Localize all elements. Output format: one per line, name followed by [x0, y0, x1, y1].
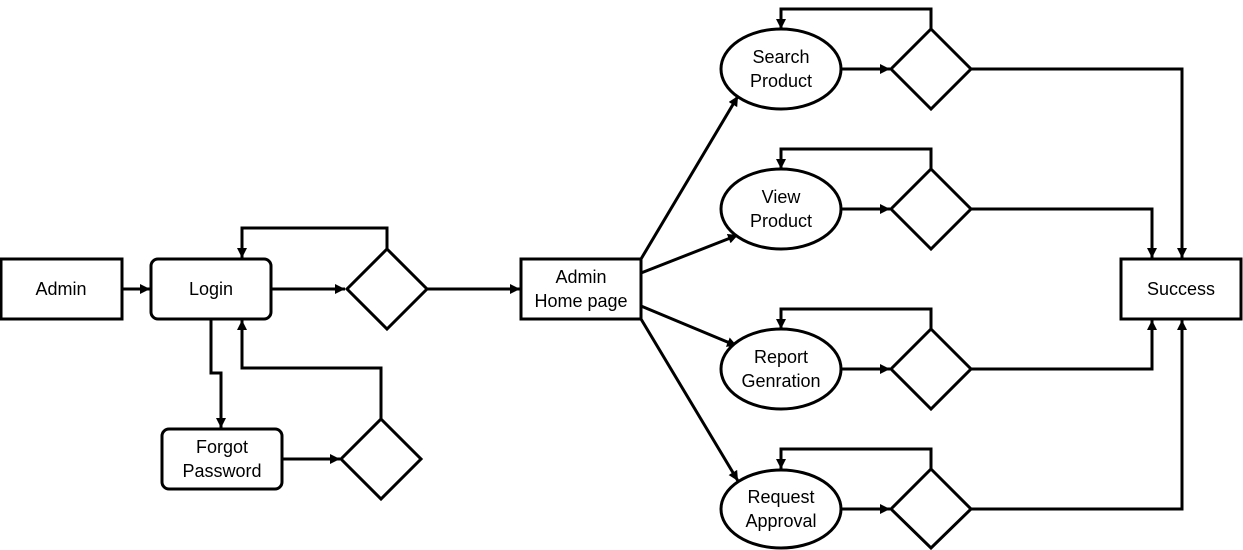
node-search-product: Search Product: [719, 27, 843, 111]
node-admin-home: Admin Home page: [519, 257, 643, 321]
edge-request-decision-loop: [776, 447, 933, 469]
edge-search-decision-to-success: [971, 67, 1187, 258]
node-admin-home-line1: Admin: [555, 267, 606, 287]
node-forgot-password-line2: Password: [182, 461, 261, 481]
node-search-product-line1: Search: [752, 47, 809, 67]
decision-search-product: [888, 26, 974, 112]
node-login: Login: [149, 257, 273, 321]
node-success-label: Success: [1147, 279, 1215, 299]
edge-decision-loop-to-login: [237, 226, 389, 258]
decision-view-product: [888, 166, 974, 252]
node-request-approval: Request Approval: [719, 468, 843, 550]
node-report-generation-line2: Genration: [741, 371, 820, 391]
node-forgot-password-line1: Forgot: [196, 437, 248, 457]
node-forgot-password: Forgot Password: [160, 427, 284, 491]
edge-home-to-request-approval: [639, 318, 740, 482]
edge-request-decision-to-success: [971, 320, 1187, 511]
decision-login: [344, 246, 430, 332]
nodes: Admin Login Forgot Password Admin Home p…: [0, 26, 1243, 550]
edge-login-to-forgot-password: [209, 319, 226, 428]
edge-home-to-report-generation: [640, 304, 738, 348]
node-report-generation-line1: Report: [754, 347, 808, 367]
edge-home-to-view-product: [640, 233, 739, 275]
edge-view-decision-loop: [776, 147, 933, 169]
node-request-approval-line1: Request: [747, 487, 814, 507]
edge-report-decision-to-success: [971, 320, 1157, 371]
node-admin-label: Admin: [35, 279, 86, 299]
node-view-product-line1: View: [762, 187, 802, 207]
node-view-product: View Product: [719, 167, 843, 251]
node-request-approval-line2: Approval: [745, 511, 816, 531]
node-view-product-line2: Product: [750, 211, 812, 231]
node-search-product-line2: Product: [750, 71, 812, 91]
edge-view-decision-to-success: [971, 207, 1157, 258]
decision-forgot-password: [338, 416, 424, 502]
edge-forgot-decision-to-login: [237, 320, 383, 419]
node-admin-home-line2: Home page: [534, 291, 627, 311]
edge-home-to-search-product: [639, 95, 740, 260]
edge-report-decision-loop: [776, 307, 933, 329]
edges: [122, 7, 1187, 514]
node-success: Success: [1119, 257, 1243, 321]
decision-report-generation: [888, 326, 974, 412]
edge-search-decision-loop: [776, 7, 933, 29]
node-login-label: Login: [189, 279, 233, 299]
node-report-generation: Report Genration: [719, 327, 843, 411]
node-admin: Admin: [0, 257, 124, 321]
decision-request-approval: [888, 466, 974, 550]
